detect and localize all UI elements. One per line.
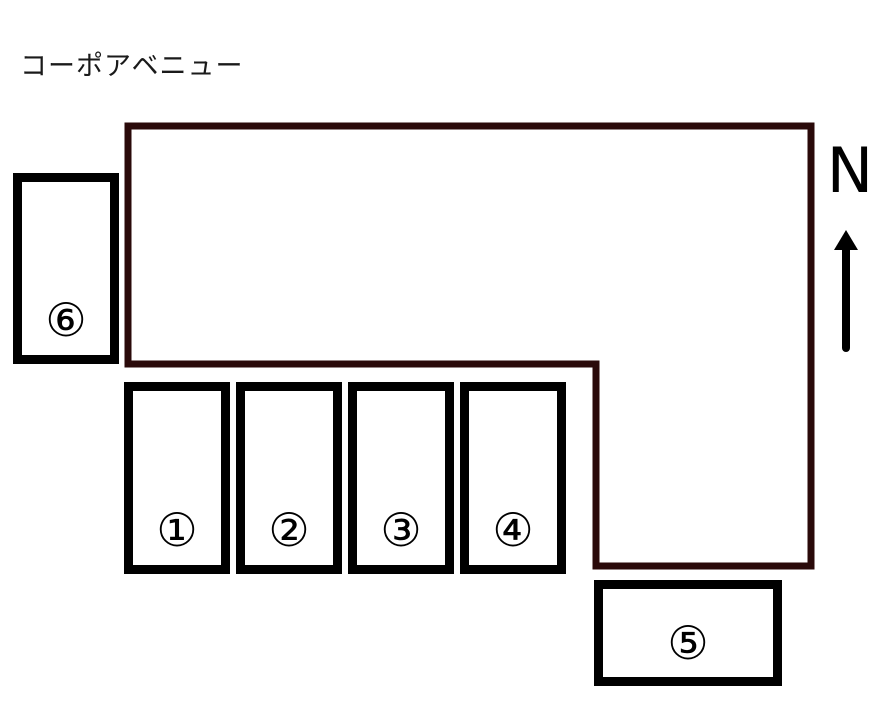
compass-north-label: N [826,134,874,207]
slot-label: ④ [492,503,534,557]
slot-label: ② [268,503,310,557]
parking-slot-3[interactable]: ③ [348,382,454,574]
north-arrow-icon [834,230,858,352]
slot-label: ③ [380,503,422,557]
slot-label: ⑤ [667,616,709,670]
parking-slot-1[interactable]: ① [124,382,230,574]
parking-slot-5[interactable]: ⑤ [594,580,782,686]
slot-label: ① [156,503,198,557]
parking-slot-6[interactable]: ⑥ [13,173,119,364]
property-title: コーポアベニュー [20,51,244,82]
parking-slot-2[interactable]: ② [236,382,342,574]
parking-slot-4[interactable]: ④ [460,382,566,574]
building-outline [124,122,815,570]
slot-label: ⑥ [45,293,87,347]
